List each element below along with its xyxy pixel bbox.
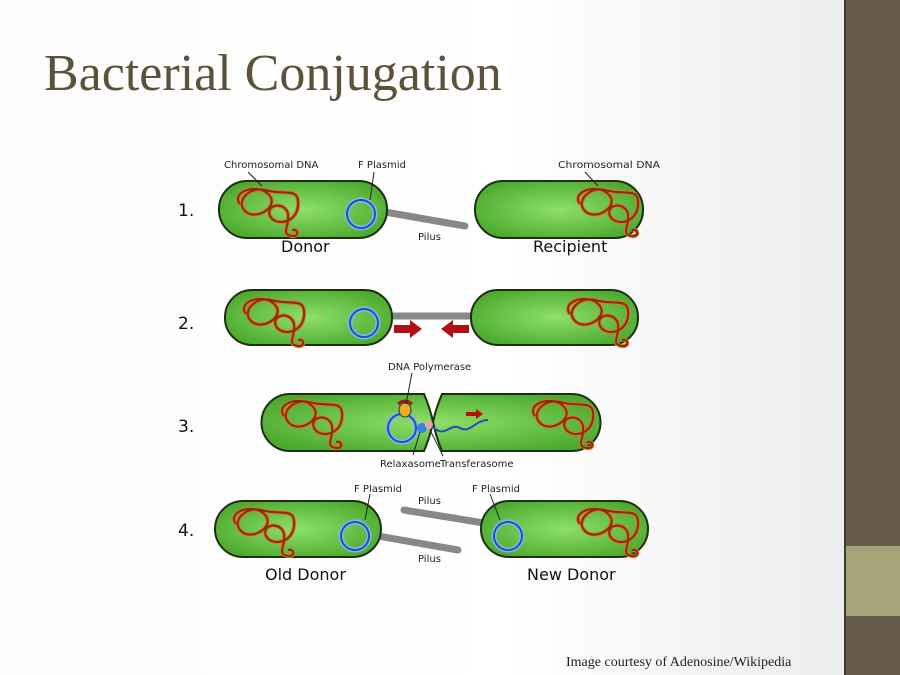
relaxasome — [417, 423, 427, 433]
step-number-3: 3. — [178, 417, 194, 437]
label-pilus-bottom: Pilus — [418, 554, 441, 565]
step-3: DNA Polymerase Relaxasome Transferasome — [260, 362, 602, 470]
label-pilus-top: Pilus — [418, 496, 441, 507]
label-f-plasmid: F Plasmid — [358, 160, 406, 171]
label-transferasome: Transferasome — [439, 459, 514, 470]
step-1: Chromosomal DNA F Plasmid Chromosomal DN… — [218, 160, 660, 256]
sidebar-accent — [846, 546, 900, 616]
label-recipient: Recipient — [533, 237, 607, 256]
dna-polymerase — [398, 402, 412, 418]
recipient-cell — [474, 180, 644, 239]
label-chromosomal-dna-recipient: Chromosomal DNA — [558, 160, 660, 171]
slide — [0, 0, 844, 675]
arrow-left-icon — [441, 320, 469, 338]
label-new-donor: New Donor — [527, 565, 616, 584]
step-2 — [224, 289, 639, 349]
label-relaxasome: Relaxasome — [380, 459, 441, 470]
step-number-2: 2. — [178, 314, 194, 334]
label-f-plasmid-old: F Plasmid — [354, 484, 402, 495]
slide-title: Bacterial Conjugation — [44, 45, 502, 102]
pilus — [381, 208, 469, 230]
step-number-4: 4. — [178, 521, 194, 541]
label-chromosomal-dna: Chromosomal DNA — [224, 160, 319, 171]
transferasome — [425, 421, 433, 429]
label-f-plasmid-new: F Plasmid — [472, 484, 520, 495]
sidebar-decoration — [844, 0, 900, 675]
step-number-1: 1. — [178, 201, 194, 221]
label-old-donor: Old Donor — [265, 565, 346, 584]
image-credit: Image courtesy of Adenosine/Wikipedia — [566, 655, 792, 670]
step-4: F Plasmid F Plasmid Pilus Pilus Old Dono… — [214, 484, 649, 584]
label-pilus: Pilus — [418, 232, 441, 243]
pilus-bottom — [374, 532, 462, 554]
label-dna-polymerase: DNA Polymerase — [388, 362, 471, 373]
old-donor-cell — [214, 500, 382, 558]
label-donor: Donor — [281, 237, 330, 256]
arrow-right-icon — [394, 320, 422, 338]
arrow-right-icon — [466, 409, 483, 419]
donor-cell — [218, 180, 388, 239]
pilus-top — [400, 506, 488, 527]
